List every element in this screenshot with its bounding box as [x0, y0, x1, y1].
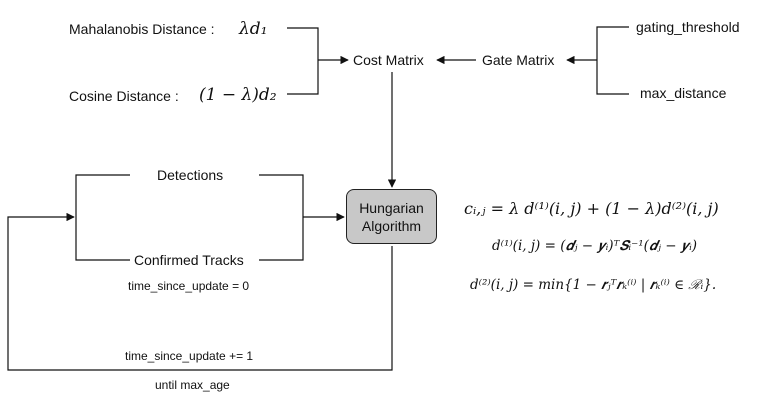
detections-node: Detections	[157, 167, 224, 183]
mahalanobis-distance-label: Mahalanobis Distance :	[69, 21, 215, 37]
until-max-age-label: until max_age	[155, 378, 230, 392]
hungarian-label-line1: Hungarian	[359, 199, 424, 216]
cosine-formula: d⁽²⁾(i, j) = min{1 − 𝒓ⱼᵀ𝒓ₖ⁽ⁱ⁾ | 𝒓ₖ⁽ⁱ⁾ ∈ …	[470, 277, 717, 293]
mahalanobis-formula: d⁽¹⁾(i, j) = (𝒅ⱼ − 𝒚ᵢ)ᵀ𝑺ᵢ⁻¹(𝒅ⱼ − 𝒚ᵢ)	[492, 238, 698, 254]
mahalanobis-to-merge-line	[287, 27, 319, 95]
confirmed-tracks-node: Confirmed Tracks	[134, 252, 244, 268]
cost-formula: cᵢ,ⱼ = λ d⁽¹⁾(i, j) + (1 − λ)d⁽²⁾(i, j)	[464, 199, 719, 218]
gate-matrix-node: Gate Matrix	[482, 52, 555, 68]
gating-bracket-line	[596, 26, 629, 95]
cost-matrix-node: Cost Matrix	[353, 52, 424, 68]
detections-right-bracket	[259, 174, 304, 261]
cosine-distance-label: Cosine Distance :	[69, 88, 179, 104]
hungarian-algorithm-node: Hungarian Algorithm	[346, 189, 437, 244]
time-since-update-reset: time_since_update = 0	[128, 279, 250, 293]
cosine-distance-formula: (1 − λ)d₂	[199, 85, 277, 105]
feedback-loop-line	[7, 212, 393, 371]
time-since-update-increment: time_since_update += 1	[125, 349, 254, 363]
mahalanobis-distance-formula: λd₁	[239, 19, 268, 39]
detections-left-bracket	[75, 174, 130, 261]
hungarian-label-line2: Algorithm	[361, 217, 422, 234]
max-distance-node: max_distance	[640, 85, 727, 101]
gating-threshold-node: gating_threshold	[636, 19, 740, 35]
